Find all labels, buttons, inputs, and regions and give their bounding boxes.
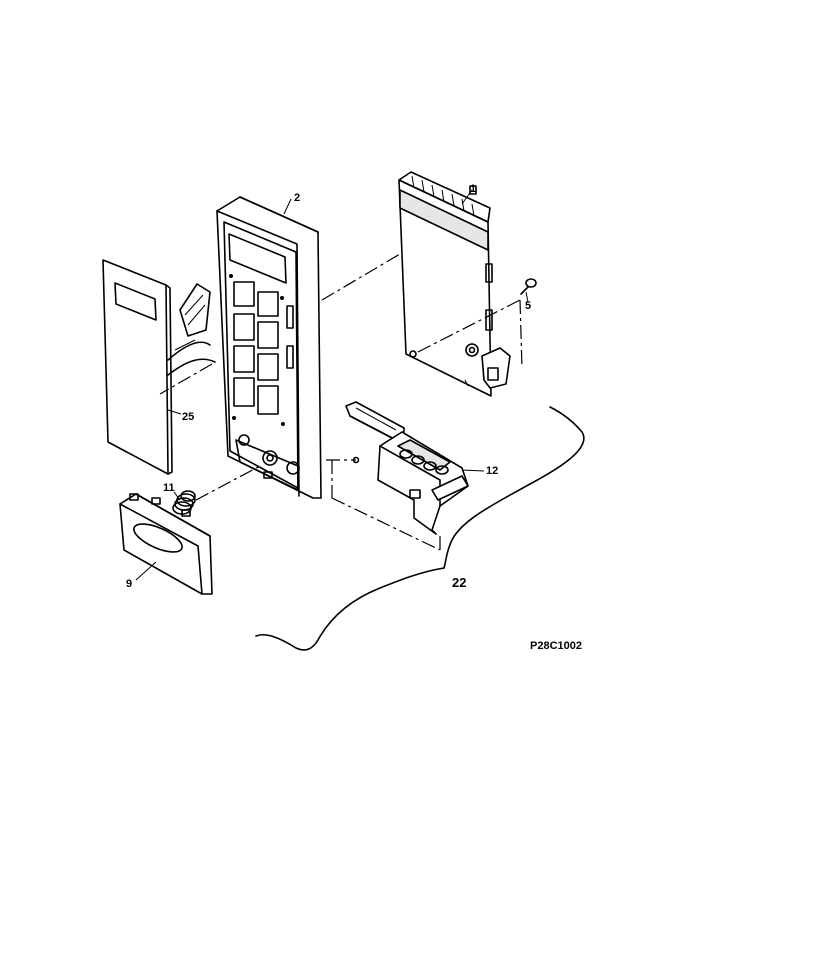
- label-part-5: 5: [525, 300, 531, 312]
- latch-assembly-part: [345, 401, 469, 535]
- label-part-22: 22: [452, 575, 466, 590]
- drawing-code: P28C1002: [530, 640, 582, 652]
- label-part-11: 11: [163, 482, 175, 494]
- label-part-1: 1: [470, 183, 476, 195]
- control-board-part: [398, 171, 511, 397]
- label-leader-lines: [135, 189, 529, 581]
- label-part-12: 12: [486, 465, 498, 477]
- screw-part: [520, 278, 537, 295]
- spring-part: [172, 490, 196, 515]
- keypad-overlay-part: [102, 259, 216, 475]
- label-part-9: 9: [126, 578, 132, 590]
- assembly-guide-lines: [159, 253, 523, 551]
- label-part-2: 2: [294, 192, 300, 204]
- door-button-part: [119, 493, 213, 595]
- wire-harness-part: [255, 406, 585, 651]
- label-part-25: 25: [182, 411, 194, 423]
- part-labels: 2 1 5 25 12 11 9 22 P28C1002: [126, 183, 582, 652]
- control-panel-frame-part: [216, 196, 322, 499]
